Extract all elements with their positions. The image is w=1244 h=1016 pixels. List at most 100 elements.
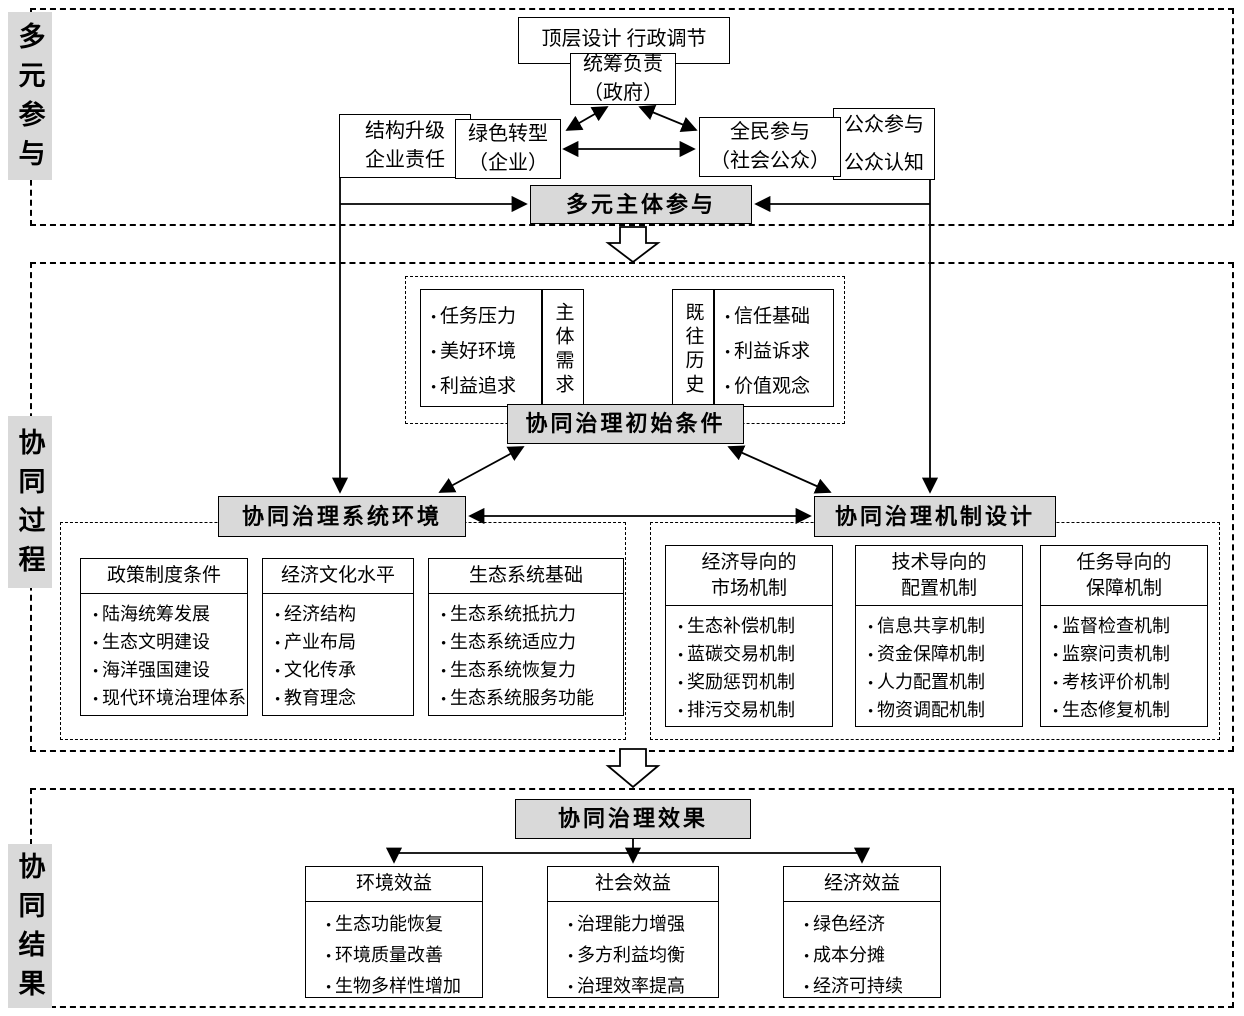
list-item: 产业布局	[275, 629, 409, 657]
ecosystem-base-items: 生态系统抵抗力 生态系统适应力 生态系统恢复力 生态系统服务功能	[429, 601, 623, 713]
history-list: 信任基础 利益诉求 价值观念	[714, 289, 834, 407]
list-item: 生态修复机制	[1053, 697, 1203, 725]
list-item: 生态功能恢复	[326, 910, 478, 941]
social-benefit-items: 治理能力增强 多方利益均衡 治理效率提高	[548, 910, 718, 1003]
list-item: 经济可持续	[804, 972, 936, 1003]
list-item: 生物多样性增加	[326, 972, 478, 1003]
list-item: 生态文明建设	[93, 629, 243, 657]
system-env-label: 协同治理系统环境	[241, 503, 442, 529]
arrow-gov-public	[638, 104, 698, 133]
social-benefit-box: 社会效益 治理能力增强 多方利益均衡 治理效率提高	[547, 866, 719, 998]
history-items: 信任基础 利益诉求 价值观念	[715, 300, 833, 405]
list-item: 生态系统适应力	[441, 629, 619, 657]
mechanism-label: 协同治理机制设计	[834, 503, 1035, 529]
guarantee-mechanism-box: 任务导向的 保障机制 监督检查机制 监察问责机制 考核评价机制 生态修复机制	[1040, 545, 1208, 727]
public-tags-box: 公众参与 公众认知	[833, 108, 935, 180]
multi-subject-box: 多元主体参与	[530, 185, 752, 224]
list-item: 物资调配机制	[868, 697, 1018, 725]
governance-effect-title: 协同治理效果	[515, 799, 751, 839]
section-label-participation: 多元参与	[8, 12, 52, 180]
list-item: 陆海统筹发展	[93, 601, 243, 629]
list-item: 文化传承	[275, 657, 409, 685]
market-mechanism-header: 经济导向的 市场机制	[666, 546, 832, 607]
subject-needs-items: 任务压力 美好环境 利益追求	[421, 300, 541, 405]
market-mechanism-items: 生态补偿机制 蓝碳交易机制 奖励惩罚机制 排污交易机制	[666, 613, 832, 725]
list-item: 经济结构	[275, 601, 409, 629]
initial-conditions-title: 协同治理初始条件	[507, 404, 744, 444]
economy-culture-items: 经济结构 产业布局 文化传承 教育理念	[263, 601, 413, 713]
section-label-result: 协同结果	[8, 844, 52, 1008]
env-benefit-box: 环境效益 生态功能恢复 环境质量改善 生物多样性增加	[305, 866, 483, 998]
policy-conditions-items: 陆海统筹发展 生态文明建设 海洋强国建设 现代环境治理体系	[81, 601, 247, 713]
list-item: 治理效率提高	[568, 972, 714, 1003]
section-label-process: 协同过程	[8, 416, 52, 588]
arrow-gov-enterprise	[565, 106, 609, 131]
list-item: 治理能力增强	[568, 910, 714, 941]
list-item: 任务压力	[431, 300, 537, 335]
history-label: 既往历史	[672, 289, 714, 407]
list-item: 现代环境治理体系	[93, 685, 246, 713]
list-item: 监督检查机制	[1053, 613, 1203, 641]
list-item: 人力配置机制	[868, 669, 1018, 697]
initial-conditions-label: 协同治理初始条件	[525, 411, 726, 437]
list-item: 考核评价机制	[1053, 669, 1203, 697]
list-item: 监察问责机制	[1053, 641, 1203, 669]
list-item: 教育理念	[275, 685, 409, 713]
down-arrow-2	[605, 748, 661, 789]
list-item: 信息共享机制	[868, 613, 1018, 641]
policy-conditions-box: 政策制度条件 陆海统筹发展 生态文明建设 海洋强国建设 现代环境治理体系	[80, 558, 248, 716]
list-item: 环境质量改善	[326, 941, 478, 972]
list-item: 利益诉求	[725, 335, 829, 370]
governance-effect-label: 协同治理效果	[557, 806, 708, 832]
multi-subject-label: 多元主体参与	[565, 191, 716, 217]
market-mechanism-box: 经济导向的 市场机制 生态补偿机制 蓝碳交易机制 奖励惩罚机制 排污交易机制	[665, 545, 833, 727]
economy-culture-box: 经济文化水平 经济结构 产业布局 文化传承 教育理念	[262, 558, 414, 716]
policy-conditions-header: 政策制度条件	[81, 559, 247, 594]
list-item: 多方利益均衡	[568, 941, 714, 972]
list-item: 信任基础	[725, 300, 829, 335]
enterprise-tags-box: 结构升级 企业责任	[339, 114, 471, 178]
list-item: 成本分摊	[804, 941, 936, 972]
allocation-mechanism-header: 技术导向的 配置机制	[856, 546, 1022, 607]
enterprise-box: 绿色转型 （企业）	[455, 119, 561, 179]
economic-benefit-box: 经济效益 绿色经济 成本分摊 经济可持续	[783, 866, 941, 998]
allocation-mechanism-items: 信息共享机制 资金保障机制 人力配置机制 物资调配机制	[856, 613, 1022, 725]
economic-benefit-header: 经济效益	[784, 867, 940, 902]
mechanism-title: 协同治理机制设计	[814, 496, 1056, 537]
env-benefit-items: 生态功能恢复 环境质量改善 生物多样性增加	[306, 910, 482, 1003]
public-tags-label: 公众参与 公众认知	[844, 114, 924, 174]
allocation-mechanism-box: 技术导向的 配置机制 信息共享机制 资金保障机制 人力配置机制 物资调配机制	[855, 545, 1023, 727]
list-item: 绿色经济	[804, 910, 936, 941]
subject-needs-list: 任务压力 美好环境 利益追求	[420, 289, 542, 407]
list-item: 利益追求	[431, 370, 537, 405]
list-item: 生态补偿机制	[678, 613, 828, 641]
list-item: 蓝碳交易机制	[678, 641, 828, 669]
list-item: 排污交易机制	[678, 697, 828, 725]
list-item: 生态系统抵抗力	[441, 601, 619, 629]
ecosystem-base-box: 生态系统基础 生态系统抵抗力 生态系统适应力 生态系统恢复力 生态系统服务功能	[428, 558, 624, 716]
economy-culture-header: 经济文化水平	[263, 559, 413, 594]
government-label: 统筹负责 （政府）	[583, 53, 663, 104]
list-item: 价值观念	[725, 370, 829, 405]
guarantee-mechanism-header: 任务导向的 保障机制	[1041, 546, 1207, 607]
top-design-label: 顶层设计 行政调节	[541, 28, 707, 50]
arrow-initial-to-system-env	[438, 446, 525, 493]
public-label: 全民参与 （社会公众）	[710, 121, 830, 172]
list-item: 生态系统恢复力	[441, 657, 619, 685]
list-item: 奖励惩罚机制	[678, 669, 828, 697]
subject-needs-label: 主体需求	[542, 289, 584, 407]
list-item: 海洋强国建设	[93, 657, 243, 685]
list-item: 资金保障机制	[868, 641, 1018, 669]
government-box: 统筹负责 （政府）	[570, 53, 676, 105]
list-item: 生态系统服务功能	[441, 685, 619, 713]
economic-benefit-items: 绿色经济 成本分摊 经济可持续	[784, 910, 940, 1003]
system-env-title: 协同治理系统环境	[218, 496, 466, 537]
social-benefit-header: 社会效益	[548, 867, 718, 902]
public-box: 全民参与 （社会公众）	[699, 117, 841, 177]
arrow-initial-to-mechanism	[727, 445, 832, 494]
ecosystem-base-header: 生态系统基础	[429, 559, 623, 594]
guarantee-mechanism-items: 监督检查机制 监察问责机制 考核评价机制 生态修复机制	[1041, 613, 1207, 725]
env-benefit-header: 环境效益	[306, 867, 482, 902]
